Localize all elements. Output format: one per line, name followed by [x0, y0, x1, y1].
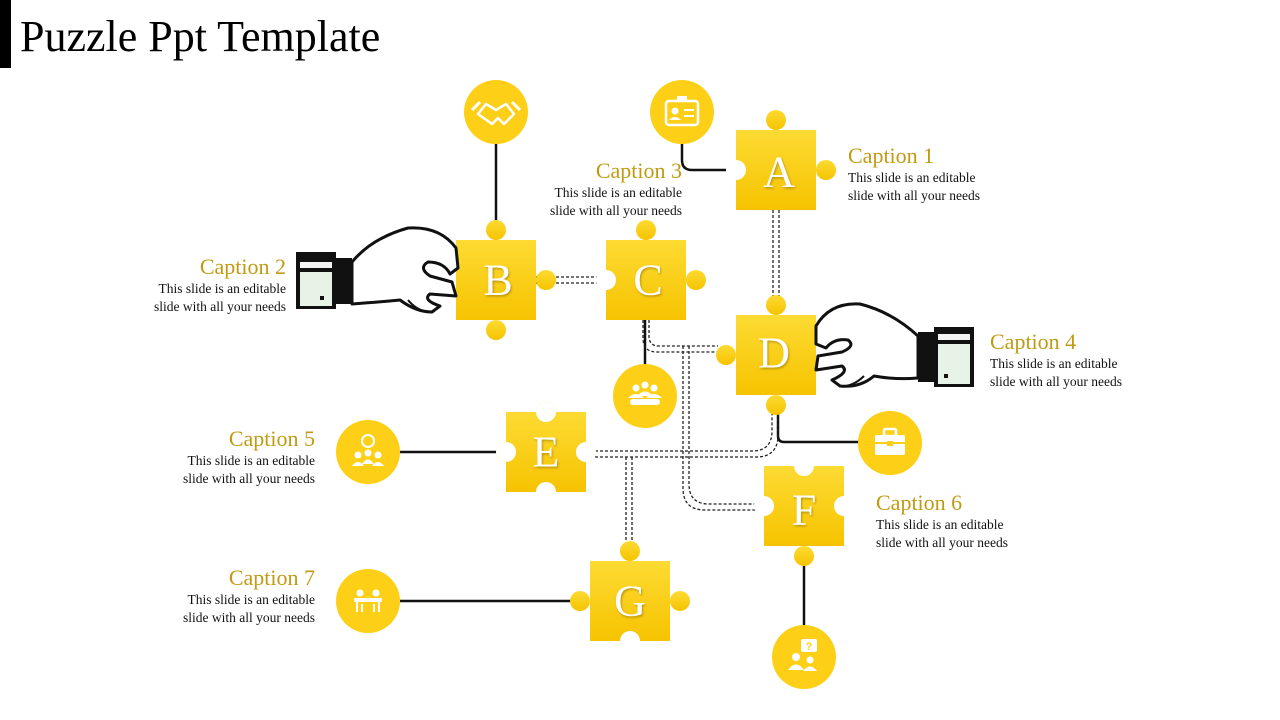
piece-letter-b: B: [483, 256, 512, 305]
puzzle-piece-d: D: [716, 295, 816, 415]
caption-4-line1: This slide is an editable: [990, 356, 1118, 371]
dashed-c-d: [642, 320, 718, 353]
right-hand-illustration: [814, 302, 974, 388]
caption-1-line1: This slide is an editable: [848, 170, 976, 185]
caption-1-title: Caption 1: [848, 143, 935, 168]
caption-2: Caption 2 This slide is an editable slid…: [154, 254, 286, 316]
dashed-a-d: [772, 210, 780, 298]
connector-d-briefcase: [776, 412, 860, 444]
caption-7-title: Caption 7: [228, 565, 315, 590]
caption-3-title: Caption 3: [595, 158, 682, 183]
caption-3: Caption 3 This slide is an editable slid…: [550, 158, 682, 220]
caption-1-line2: slide with all your needs: [848, 188, 980, 203]
puzzle-piece-b: B: [456, 220, 556, 340]
caption-4-title: Caption 4: [990, 329, 1077, 354]
caption-2-line1: This slide is an editable: [158, 281, 286, 296]
briefcase-icon: [858, 411, 922, 475]
caption-3-line1: This slide is an editable: [554, 185, 682, 200]
team-table-icon: [336, 569, 400, 633]
dashed-e-g: [625, 457, 633, 542]
piece-letter-d: D: [758, 329, 790, 378]
caption-6-title: Caption 6: [876, 490, 963, 515]
left-hand-illustration: [296, 226, 460, 314]
caption-6-line1: This slide is an editable: [876, 517, 1004, 532]
caption-5-line1: This slide is an editable: [187, 453, 315, 468]
caption-7: Caption 7 This slide is an editable slid…: [183, 565, 315, 627]
title-accent-bar: [0, 0, 11, 68]
puzzle-piece-e: E: [496, 402, 596, 502]
caption-2-title: Caption 2: [199, 254, 286, 279]
piece-letter-a: A: [763, 148, 795, 197]
caption-3-line2: slide with all your needs: [550, 203, 682, 218]
piece-letter-g: G: [614, 577, 646, 626]
caption-6-line2: slide with all your needs: [876, 535, 1008, 550]
caption-5-title: Caption 5: [228, 426, 315, 451]
caption-4: Caption 4 This slide is an editable slid…: [990, 329, 1122, 391]
caption-7-line1: This slide is an editable: [187, 592, 315, 607]
dashed-to-f: [682, 346, 766, 511]
puzzle-piece-c: C: [596, 220, 706, 320]
caption-2-line2: slide with all your needs: [154, 299, 286, 314]
puzzle-piece-f: F: [754, 456, 854, 566]
caption-1: Caption 1 This slide is an editable slid…: [848, 143, 980, 205]
caption-4-line2: slide with all your needs: [990, 374, 1122, 389]
caption-5-line2: slide with all your needs: [183, 471, 315, 486]
caption-7-line2: slide with all your needs: [183, 610, 315, 625]
svg-text:?: ?: [806, 641, 813, 653]
piece-letter-e: E: [533, 428, 560, 477]
puzzle-piece-g: G: [570, 541, 690, 651]
idea-team-icon: [336, 420, 400, 484]
caption-5: Caption 5 This slide is an editable slid…: [183, 426, 315, 488]
page-title: Puzzle Ppt Template: [20, 12, 381, 61]
connector-idcard-a: [680, 140, 738, 172]
id-card-icon: [650, 80, 714, 144]
puzzle-piece-a: A: [726, 110, 836, 210]
caption-6: Caption 6 This slide is an editable slid…: [876, 490, 1008, 552]
handshake-icon: [464, 80, 528, 144]
piece-letter-c: C: [633, 256, 662, 305]
meeting-icon: [613, 364, 677, 428]
question-person-icon: ?: [772, 625, 836, 689]
piece-letter-f: F: [792, 486, 816, 535]
dashed-e-d: [565, 414, 779, 458]
